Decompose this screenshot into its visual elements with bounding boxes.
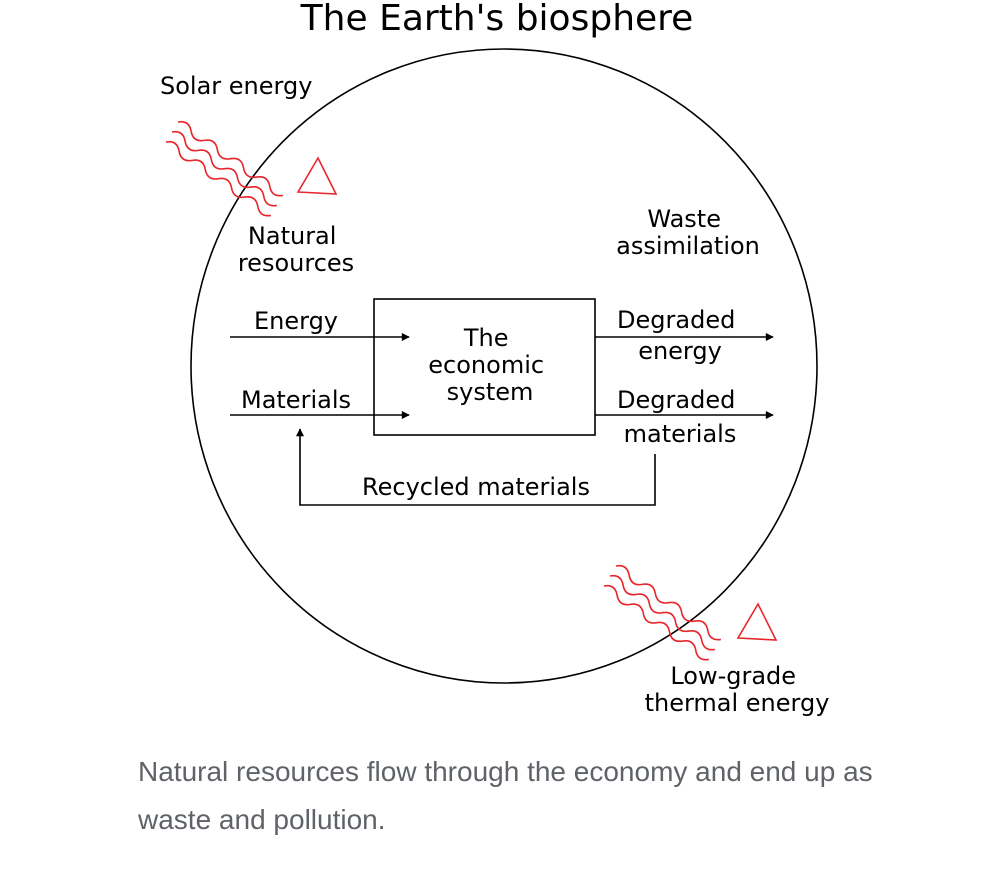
recycled-materials-label: Recycled materials: [362, 473, 590, 501]
natural-resources-label: Natural resources: [238, 222, 354, 277]
materials-input-label: Materials: [241, 386, 351, 414]
recycled-materials-loop: [296, 428, 656, 506]
degraded-materials-label: Degraded materials: [617, 386, 743, 448]
biosphere-diagram: The Earth's biosphere Solar energy Natur…: [160, 0, 830, 717]
degraded-energy-label: Degraded energy: [617, 306, 743, 365]
solar-energy-label: Solar energy: [160, 72, 312, 100]
waste-assimilation-label: Waste assimilation: [616, 205, 760, 260]
energy-input-label: Energy: [254, 307, 338, 335]
solar-energy-waves-icon: [165, 120, 338, 217]
economic-system-box: [373, 298, 596, 436]
biosphere-circle: [190, 48, 818, 684]
figure-caption: Natural resources flow through the econo…: [138, 756, 873, 835]
economic-system-label: The economic system: [428, 324, 551, 406]
thermal-energy-label: Low-grade thermal energy: [645, 662, 830, 717]
diagram-title: The Earth's biosphere: [300, 0, 694, 39]
thermal-energy-waves-icon: [603, 564, 778, 661]
